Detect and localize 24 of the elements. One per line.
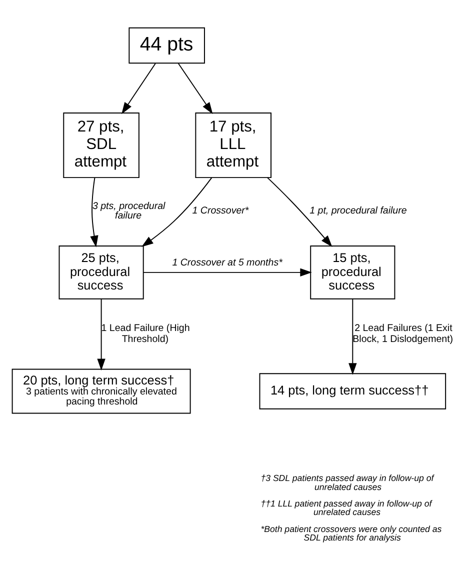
arrow [97,298,106,370]
label: ††1 LLL patient passed away in follow-up of unrelated causes [260,498,432,518]
label: *Both patient crossovers were only counted as SDL patients for analysis [260,524,442,543]
edge-label: 2 Lead Failures (1 Exit Block, 1 Dislodgement) [352,323,454,345]
edge-label: 1 Lead Failure (High Threshold) [101,323,190,345]
node-box: 44 pts [128,27,205,64]
node-box: 17 pts, LLL attempt [195,112,272,178]
node-box: 14 pts, long term success†† [259,373,446,410]
arrow [178,63,213,114]
node-box: 25 pts, procedural success [58,246,144,300]
node-box: 27 pts, SDL attempt [63,112,140,178]
arrow [90,177,98,248]
edge-label: 1 pt, procedural failure [310,205,407,216]
node-box: 15 pts, procedural success [310,246,396,300]
arrow [142,268,312,277]
node-box: 20 pts, long term success† 3 patients with chronically elevated pacing threshold [12,368,191,414]
edge-label: 3 pts, procedural failure [92,200,166,222]
label: †3 SDL patients passed away in follow-up of unrelated causes [260,472,434,492]
arrow [266,177,332,247]
arrow [122,63,156,114]
arrow [142,177,212,247]
edge-label: 1 Crossover* [192,205,249,216]
arrow [348,298,357,375]
edge-label: 1 Crossover at 5 months* [172,258,282,269]
